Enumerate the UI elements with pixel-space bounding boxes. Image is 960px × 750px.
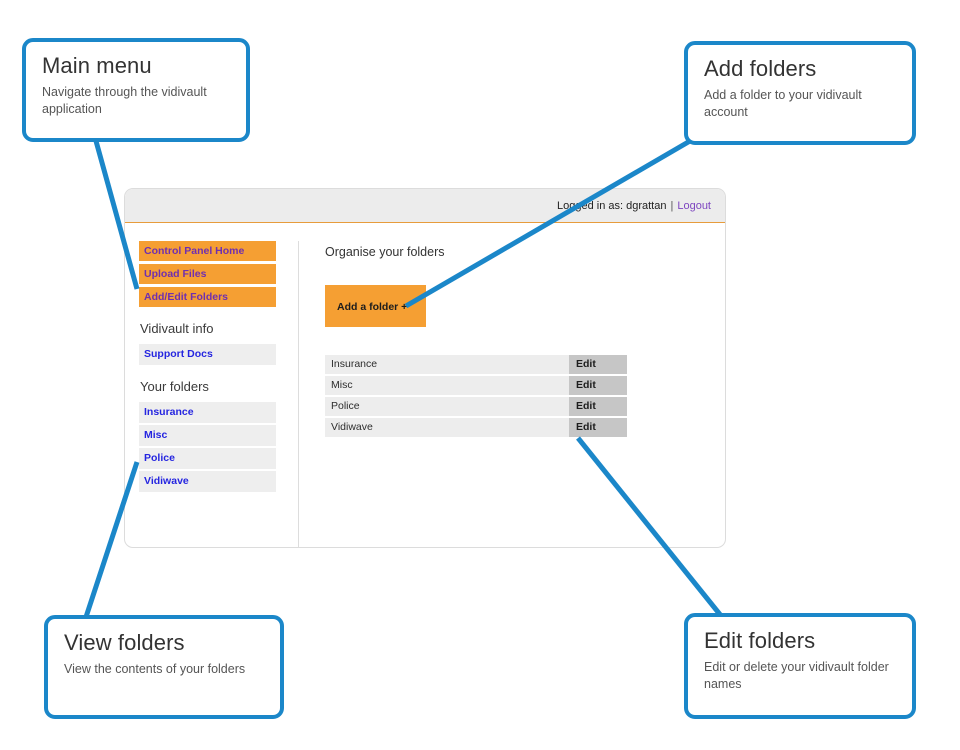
sidebar-navigation: Control Panel Home Upload Files Add/Edit… [139, 241, 299, 547]
callout-title: Add folders [704, 56, 817, 81]
table-row: Police Edit [325, 397, 627, 416]
app-header-bar: Logged in as: dgrattan | Logout [125, 189, 725, 223]
callout-add-folders: Add folders Add a folder to your vidivau… [684, 41, 916, 145]
table-row: Misc Edit [325, 376, 627, 395]
edit-folder-button[interactable]: Edit [569, 376, 627, 395]
folder-name-cell: Vidiwave [325, 418, 569, 437]
logged-in-label: Logged in as: dgrattan [557, 199, 667, 212]
logout-link[interactable]: Logout [677, 199, 711, 212]
sidebar-folder-misc[interactable]: Misc [139, 425, 276, 446]
sidebar-folder-police[interactable]: Police [139, 448, 276, 469]
edit-folder-button[interactable]: Edit [569, 355, 627, 374]
callout-view-folders: View folders View the contents of your f… [44, 615, 284, 719]
sidebar-item-add-edit-folders[interactable]: Add/Edit Folders [139, 287, 276, 307]
callout-edit-folders: Edit folders Edit or delete your vidivau… [684, 613, 916, 719]
application-window: Logged in as: dgrattan | Logout Control … [124, 188, 726, 548]
sidebar-item-upload-files[interactable]: Upload Files [139, 264, 276, 284]
callout-description: View the contents of your folders [64, 661, 246, 676]
edit-folder-button[interactable]: Edit [569, 418, 627, 437]
table-row: Insurance Edit [325, 355, 627, 374]
page-title: Organise your folders [325, 245, 445, 259]
main-content-panel: Organise your folders Add a folder + Ins… [299, 241, 725, 547]
sidebar-folder-insurance[interactable]: Insurance [139, 402, 276, 423]
table-row: Vidiwave Edit [325, 418, 627, 437]
folder-name-cell: Insurance [325, 355, 569, 374]
sidebar-heading-your-folders: Your folders [140, 379, 209, 394]
add-folder-button[interactable]: Add a folder + [325, 285, 426, 327]
callout-description: Add a folder to your vidivault account [704, 87, 862, 119]
callout-title: Edit folders [704, 628, 816, 653]
header-separator: | [670, 199, 674, 212]
folder-name-cell: Police [325, 397, 569, 416]
app-body: Control Panel Home Upload Files Add/Edit… [125, 223, 725, 547]
callout-title: Main menu [42, 53, 152, 78]
callout-main-menu: Main menu Navigate through the vidivault… [22, 38, 250, 142]
callout-description: Edit or delete your vidivault folder nam… [704, 659, 889, 691]
callout-title: View folders [64, 630, 185, 655]
folder-name-cell: Misc [325, 376, 569, 395]
sidebar-heading-vidivault-info: Vidivault info [140, 321, 214, 336]
edit-folder-button[interactable]: Edit [569, 397, 627, 416]
sidebar-folder-vidiwave[interactable]: Vidiwave [139, 471, 276, 492]
folder-list-table: Insurance Edit Misc Edit Police Edit Vid… [325, 355, 627, 437]
sidebar-item-control-panel-home[interactable]: Control Panel Home [139, 241, 276, 261]
callout-description: Navigate through the vidivault applicati… [42, 84, 207, 116]
sidebar-item-support-docs[interactable]: Support Docs [139, 344, 276, 365]
